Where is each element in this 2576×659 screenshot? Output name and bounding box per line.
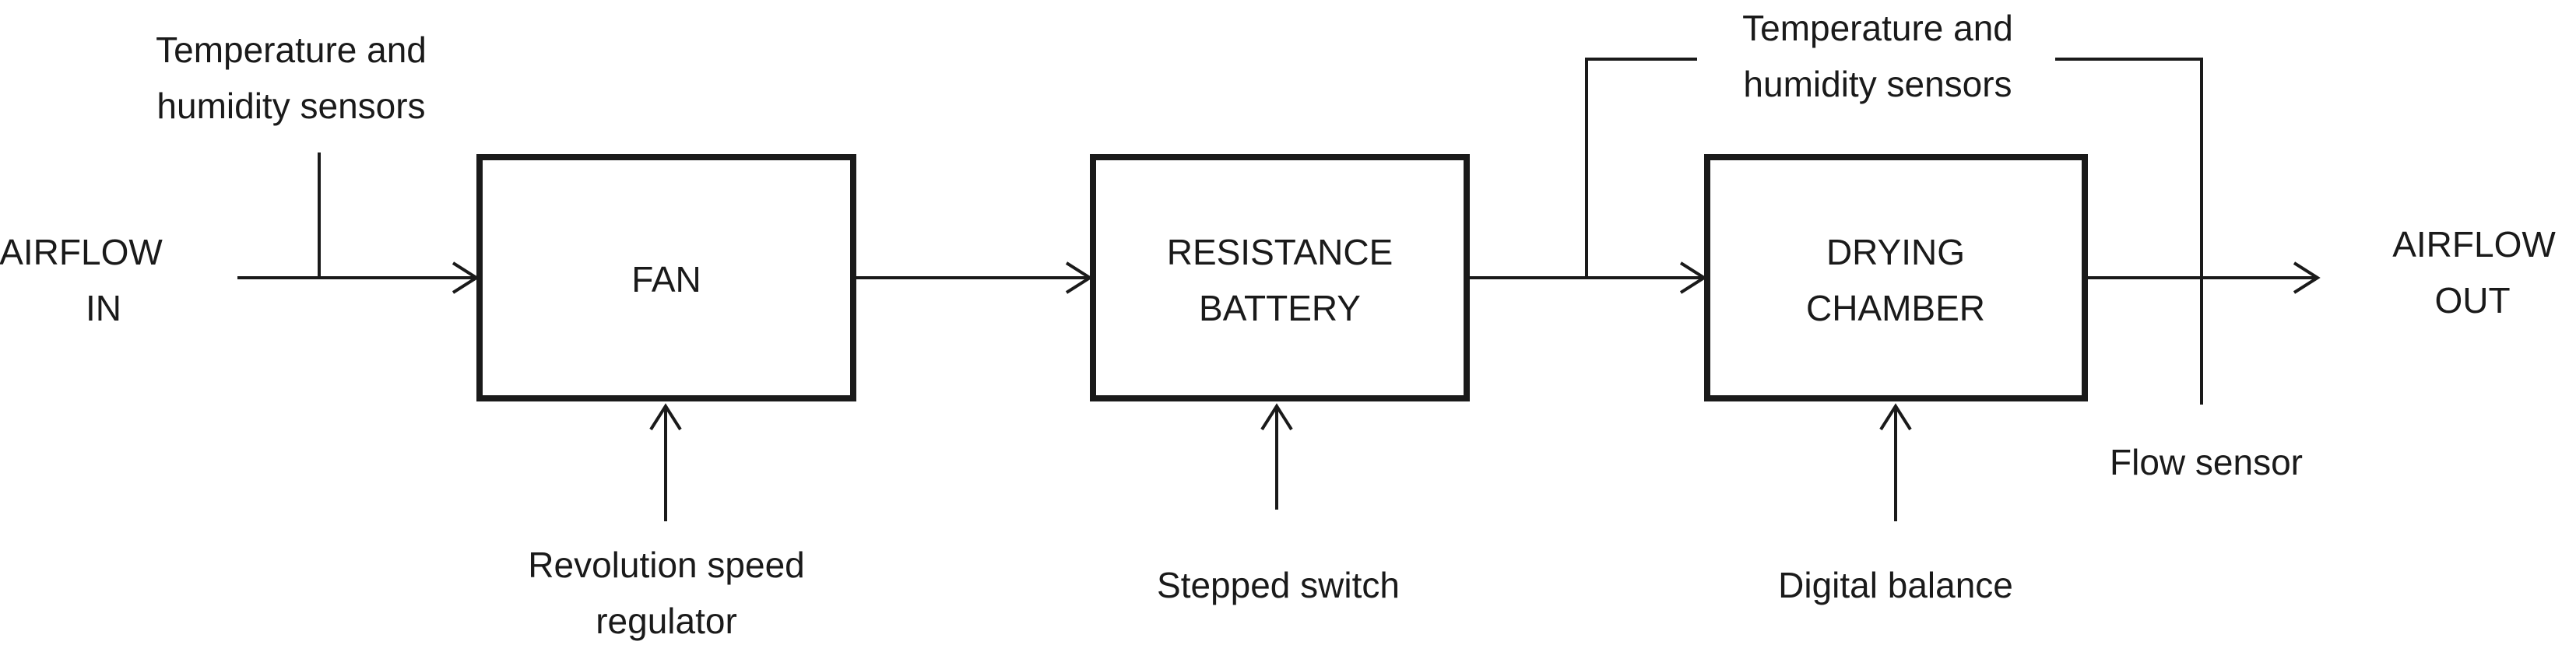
inlet-sensor-label-line1: Temperature and (156, 30, 427, 70)
inlet-sensor-label-line2: humidity sensors (156, 86, 425, 126)
flow-sensor-bracket-line (2055, 58, 2203, 405)
airflow-out-label-line1: AIRFLOW (2392, 224, 2556, 265)
resistance-battery-label-line1: RESISTANCE (1167, 232, 1393, 272)
control-inputs (649, 403, 1912, 521)
resistance-battery-box (1090, 154, 1470, 401)
outlet-sensor-label-line1: Temperature and (1742, 8, 2013, 48)
fan-block: FAN (476, 154, 856, 401)
drying-chamber-label-line1: DRYING (1826, 232, 1965, 272)
flow-sensor-label: Flow sensor (2110, 442, 2303, 482)
sensor-taps (318, 58, 2203, 405)
outlet-sensor-bracket-line (1585, 58, 1697, 278)
outlet-sensor-label-line2: humidity sensors (1743, 64, 2012, 104)
airflow-in-label-line2: IN (86, 288, 121, 328)
drying-chamber-block: DRYING CHAMBER (1704, 154, 2088, 401)
arrowhead-balance-to-chamber (1879, 403, 1912, 431)
resistance-battery-label-line2: BATTERY (1199, 288, 1361, 328)
revolution-speed-regulator-label-line2: regulator (596, 601, 737, 641)
drying-chamber-box (1704, 154, 2088, 401)
airflow-out-label-line2: OUT (2434, 280, 2510, 321)
resistance-battery-block: RESISTANCE BATTERY (1090, 154, 1470, 401)
fan-label: FAN (631, 259, 701, 300)
stepped-switch-label: Stepped switch (1157, 565, 1400, 605)
drying-chamber-label-line2: CHAMBER (1806, 288, 1985, 328)
airflow-in-label-line1: AIRFLOW (0, 232, 163, 272)
fan-box (476, 154, 856, 401)
digital-balance-label: Digital balance (1778, 565, 2013, 605)
revolution-speed-regulator-label-line1: Revolution speed (528, 545, 804, 585)
arrowhead-switch-to-battery (1260, 403, 1293, 431)
arrowhead-airflow-out (2293, 261, 2321, 294)
arrowhead-regulator-to-fan (649, 403, 682, 431)
